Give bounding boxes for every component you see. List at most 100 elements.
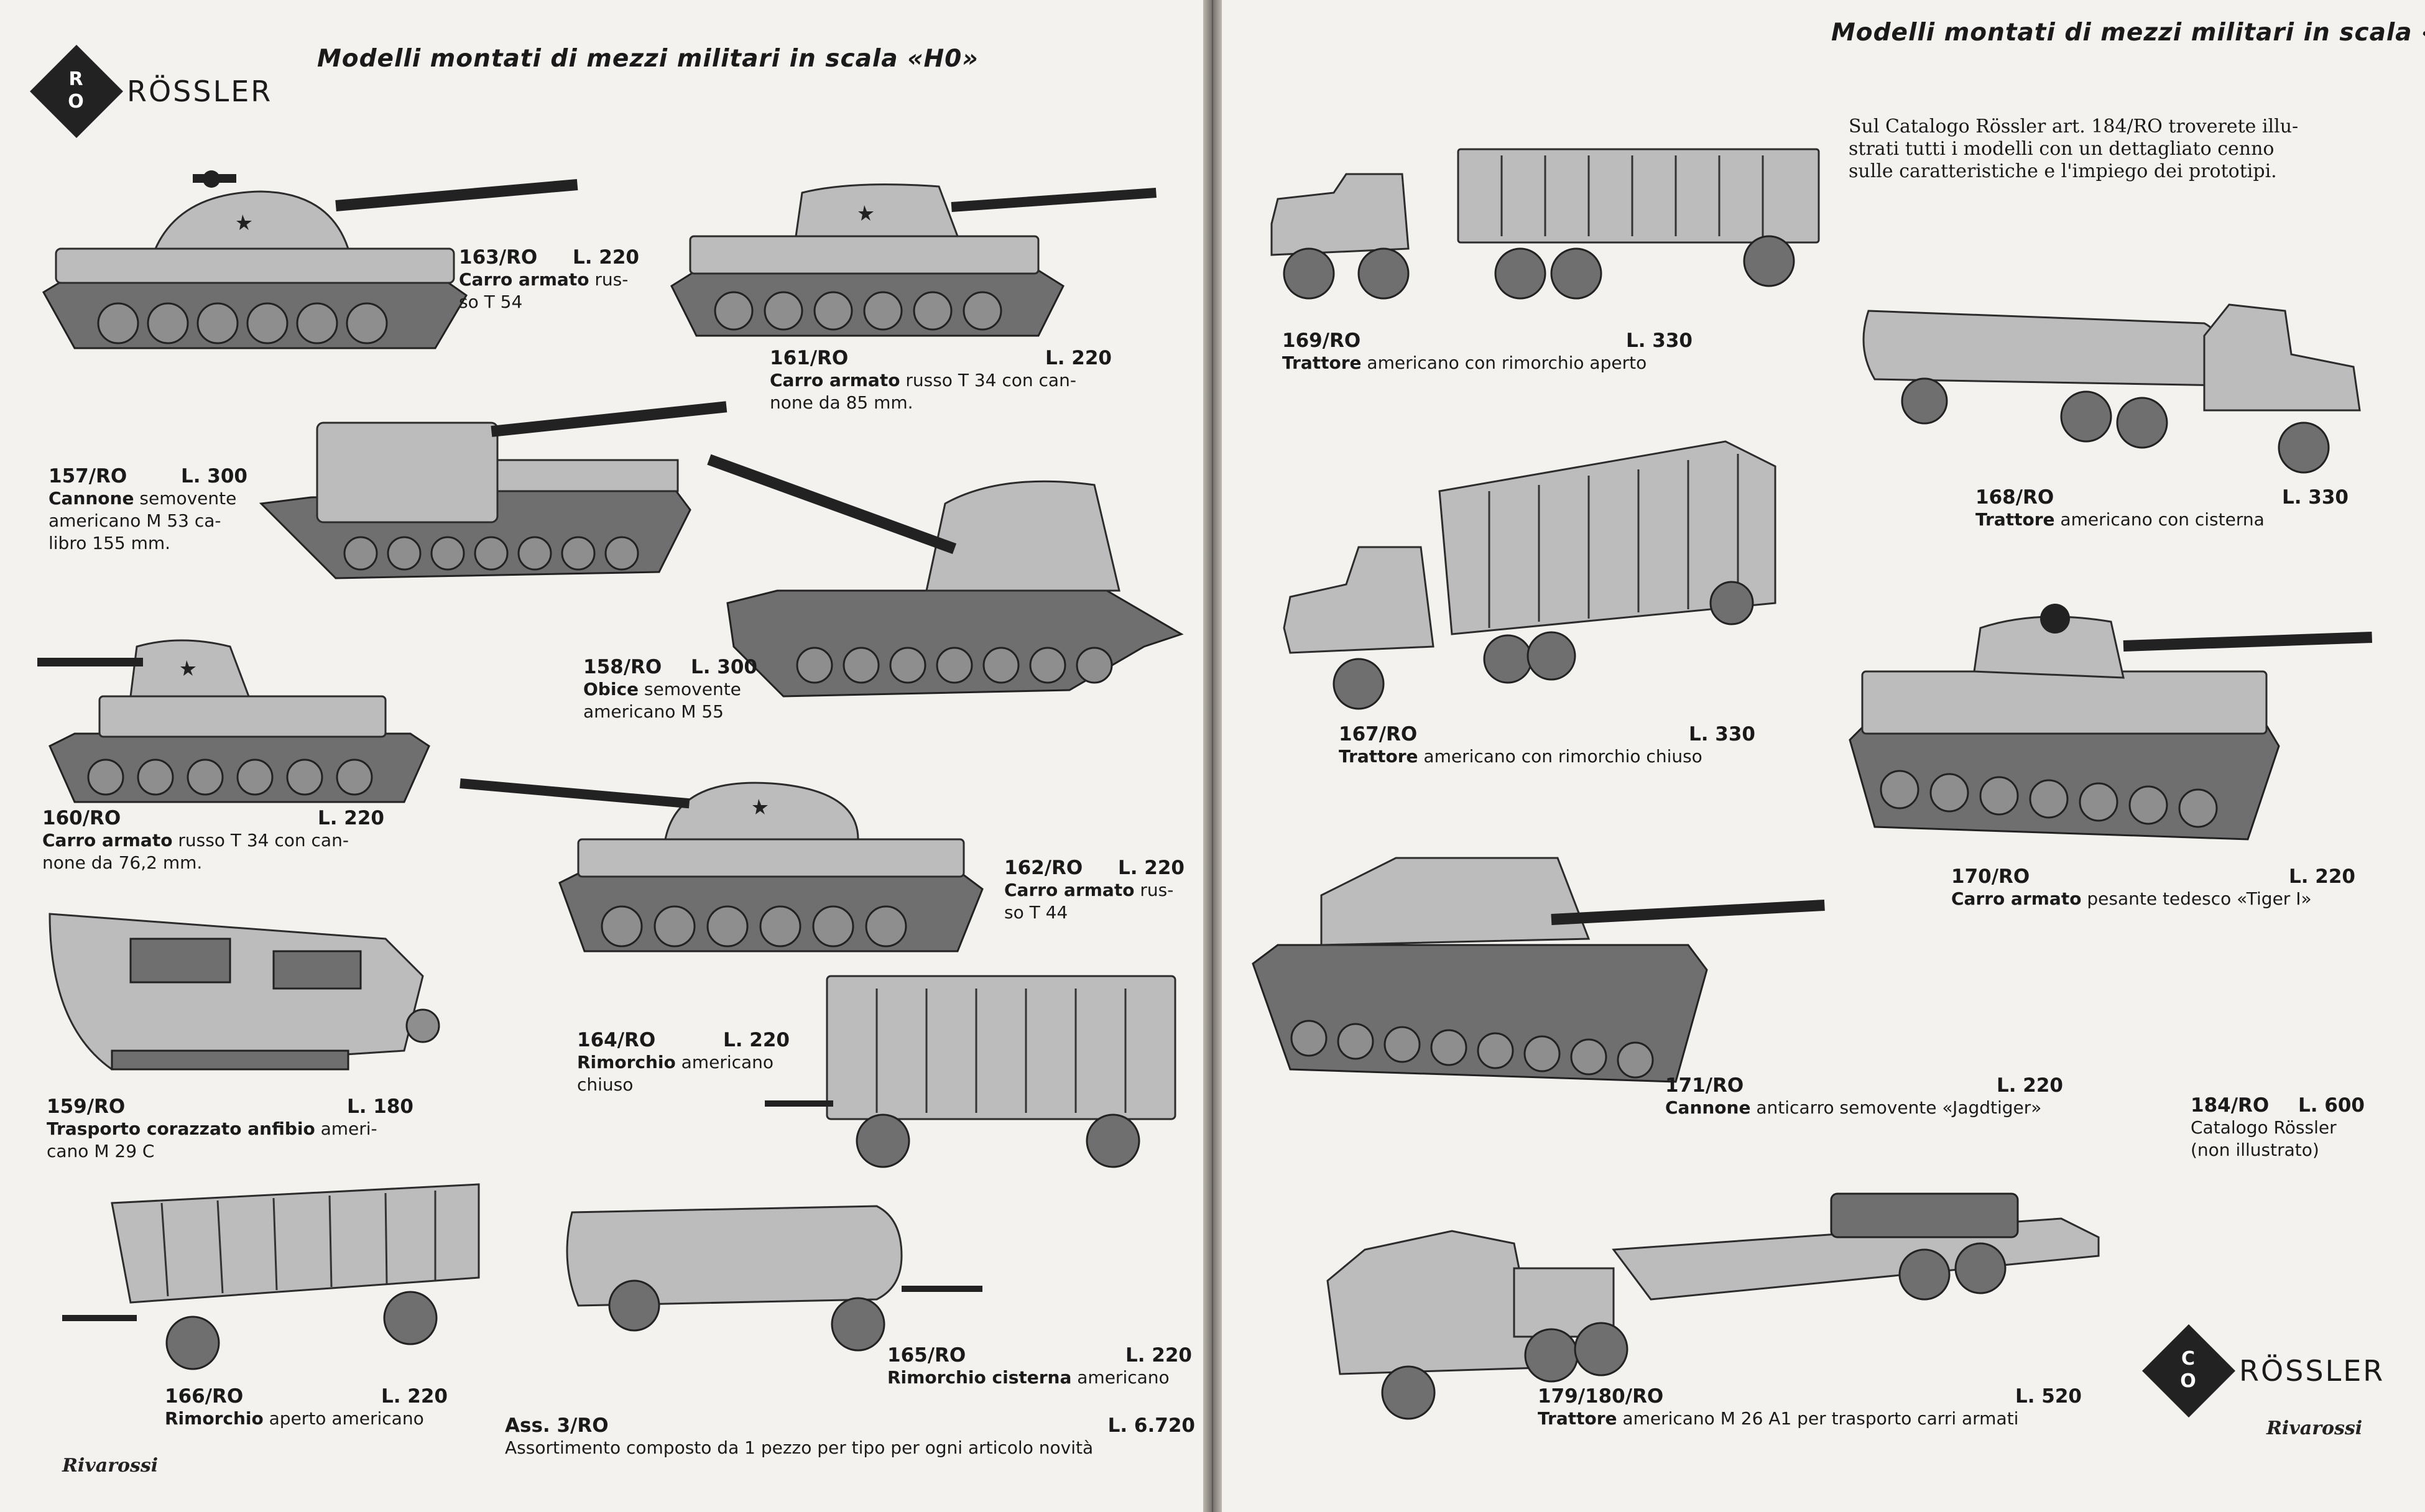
truck-open-trailer-image — [1270, 148, 1820, 300]
item-name: Carro armato — [770, 370, 900, 390]
intro-line: strati tutti i modelli con un dettagliat… — [1849, 138, 2275, 160]
logo-letter: C — [2181, 1348, 2196, 1370]
item-code: 184/RO — [2191, 1094, 2270, 1117]
item-name: Trasporto corazzato anfibio — [47, 1118, 315, 1139]
intro-line: Sul Catalogo Rössler art. 184/RO trovere… — [1849, 116, 2299, 137]
item-name: Carro armato — [459, 269, 589, 290]
item-code: 157/RO — [48, 465, 127, 487]
item-price: L. 220 — [1996, 1074, 2063, 1097]
item-name: Obice — [583, 679, 639, 699]
closed-trailer-image — [765, 975, 1176, 1168]
item-166: 166/RO L. 220 Rimorchio aperto americano — [165, 1385, 448, 1430]
tank-transporter-image — [1326, 1192, 2100, 1420]
item-161: 161/RO L. 220 Carro armato russo T 34 con… — [770, 347, 1112, 414]
item-price: L. 220 — [381, 1385, 448, 1408]
open-trailer-image — [62, 1183, 480, 1370]
howitzer-m55-image — [707, 454, 1184, 698]
item-desc: anticarro semovente «Jagdtiger» — [1750, 1097, 2042, 1118]
item-desc: none da 85 mm. — [770, 392, 913, 413]
item-name: Carro armato — [42, 830, 173, 850]
item-desc: semovente — [134, 488, 237, 509]
page-gutter — [1203, 0, 1222, 1512]
item-name: Cannone — [48, 488, 134, 509]
item-price: L. 220 — [2288, 865, 2355, 888]
item-price: L. 180 — [346, 1095, 413, 1118]
item-name: Trattore — [1339, 746, 1418, 767]
tank-t34-85-image — [670, 183, 1157, 337]
tank-t44-image — [460, 778, 984, 952]
rivarossi-signature-right: Rivarossi — [2266, 1418, 2363, 1439]
item-desc: americano — [1071, 1367, 1170, 1388]
item-desc: so T 44 — [1004, 902, 1068, 923]
item-desc: russo T 34 con can- — [900, 370, 1076, 390]
jagdtiger-image — [1252, 857, 1825, 1083]
brand-name: RÖSSLER — [127, 75, 273, 108]
item-price: L. 220 — [1125, 1344, 1192, 1367]
item-desc: libro 155 mm. — [48, 533, 171, 553]
item-desc: americano con rimorchio aperto — [1361, 353, 1647, 373]
item-name: Trattore — [1282, 353, 1362, 373]
item-price: L. 330 — [1625, 330, 1693, 352]
item-price: L. 300 — [180, 465, 247, 487]
item-price: L. 220 — [723, 1029, 790, 1051]
item-name: Cannone — [1665, 1097, 1751, 1118]
item-desc: russo T 34 con can- — [172, 830, 349, 850]
item-name: Rimorchio — [577, 1052, 676, 1072]
item-code: 170/RO — [1951, 865, 2030, 888]
logo-letter: O — [2180, 1370, 2196, 1392]
tank-t34-76-image — [37, 639, 430, 803]
item-name: Rimorchio — [165, 1408, 264, 1429]
truck-closed-trailer-image — [1283, 440, 1776, 710]
logo-letter: O — [68, 91, 84, 113]
roco-rossler-logo-left: R O RÖSSLER — [30, 45, 272, 138]
left-page: R O RÖSSLER Modelli montati di mezzi mil… — [0, 0, 1203, 1512]
item-desc: aperto americano — [263, 1408, 424, 1429]
item-price: L. 220 — [1045, 347, 1112, 369]
item-code: 179/180/RO — [1538, 1385, 1664, 1408]
item-desc: pesante tedesco «Tiger I» — [2081, 888, 2312, 909]
logo-letter: R — [68, 68, 83, 90]
item-desc: (non illustrato) — [2191, 1140, 2319, 1160]
item-desc: Assortimento composto da 1 pezzo per tip… — [505, 1437, 1094, 1458]
item-code: 159/RO — [47, 1095, 126, 1118]
item-price: L. 6.720 — [1107, 1414, 1195, 1437]
intro-text: Sul Catalogo Rössler art. 184/RO trovere… — [1849, 116, 2408, 183]
truck-tanker-image — [1862, 303, 2361, 474]
item-171: 171/RO L. 220 Cannone anticarro semovente… — [1665, 1074, 2063, 1119]
rivarossi-signature-left: Rivarossi — [62, 1455, 159, 1477]
page-header-right: Modelli montati di mezzi militari in sca… — [1831, 19, 2425, 47]
item-name: Trattore — [1538, 1408, 1617, 1429]
item-desc: ameri- — [315, 1118, 377, 1139]
item-desc: americano con rimorchio chiuso — [1418, 746, 1702, 767]
intro-line: sulle caratteristiche e l'impiego dei pr… — [1849, 160, 2277, 182]
item-code: 171/RO — [1665, 1074, 1744, 1097]
item-code: 168/RO — [1975, 486, 2054, 509]
item-desc: americano — [675, 1052, 774, 1072]
item-code: 164/RO — [577, 1029, 656, 1051]
item-code: 161/RO — [770, 347, 849, 369]
brand-name: RÖSSLER — [2239, 1354, 2385, 1388]
item-desc: americano M 26 A1 per trasporto carri ar… — [1617, 1408, 2019, 1429]
tank-t54-image — [42, 170, 578, 349]
item-price: L. 220 — [572, 246, 639, 269]
item-price: L. 220 — [1117, 857, 1185, 879]
item-desc: rus- — [589, 269, 629, 290]
item-desc: chiuso — [577, 1074, 634, 1095]
item-desc: americano M 55 — [583, 701, 724, 722]
roco-diamond-icon: C O — [2142, 1324, 2235, 1418]
item-code: 163/RO — [459, 246, 538, 269]
item-name: Carro armato — [1004, 880, 1135, 900]
item-price: L. 600 — [2298, 1094, 2365, 1117]
item-164: 164/RO L. 220 Rimorchio americano chiuso — [577, 1029, 790, 1096]
item-code: 166/RO — [165, 1385, 244, 1408]
right-page: Modelli montati di mezzi militari in sca… — [1222, 0, 2425, 1512]
